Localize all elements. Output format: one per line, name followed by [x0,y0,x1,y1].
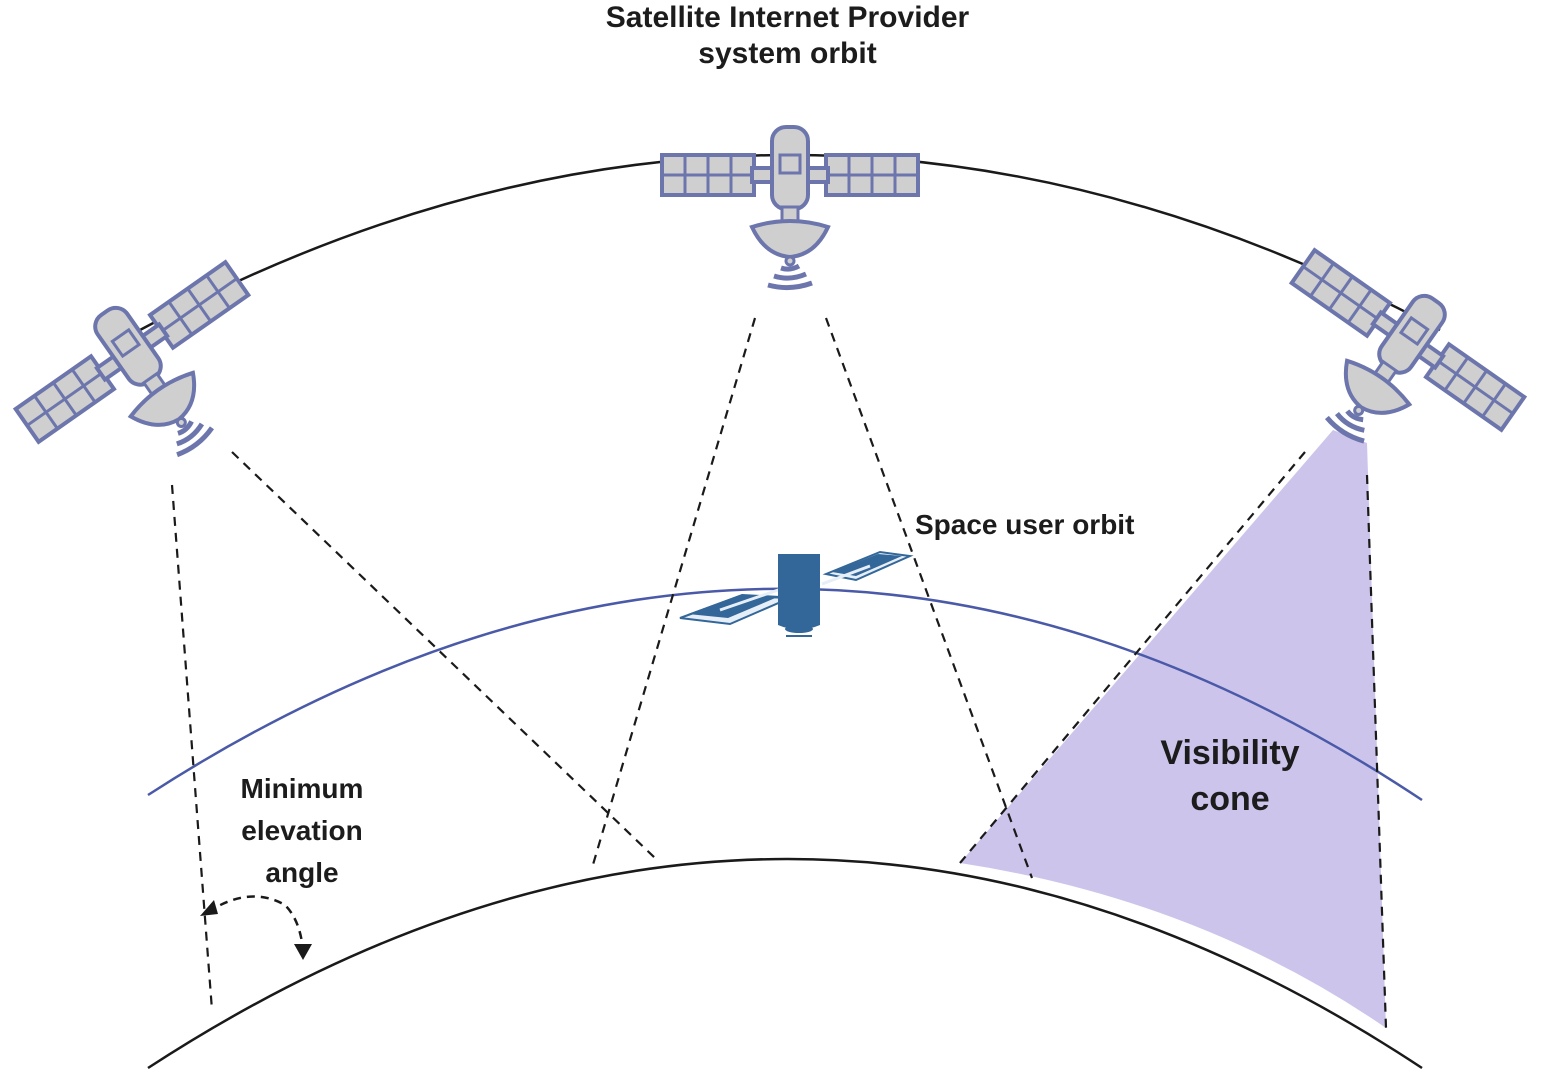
diagram-title-line-1: Satellite Internet Provider [605,1,970,34]
diagram-title-line-2: system orbit [698,37,877,70]
curved-double-arrow-icon [200,895,312,960]
right-sat-nadir-line [1365,474,1388,1029]
space-user-orbit-label: Space user orbit [915,509,1135,540]
visibility-cone-label: Visibility cone [1120,730,1340,822]
minimum-elevation-angle-line-2: elevation [241,815,363,846]
center-sat-right-line [824,317,1034,879]
visibility-cone [960,430,1386,1028]
left-sat-nadir-line [170,484,214,1011]
center-sat-left-line [590,317,757,869]
coverage-lines [170,317,1388,1029]
left-sat-edge-line [231,451,656,859]
satellite-icon [1239,227,1541,505]
minimum-elevation-angle-line-1: Minimum [240,773,364,804]
minimum-elevation-angle-label: Minimum elevation angle [212,768,392,894]
earth-surface [147,857,1423,1070]
visibility-cone-label-line-2: cone [1190,780,1270,818]
minimum-elevation-angle-line-3: angle [265,857,339,888]
visibility-cone-label-line-1: Visibility [1160,734,1300,772]
space-user-satellite-icon [679,550,914,637]
satellite-icon [662,127,918,288]
